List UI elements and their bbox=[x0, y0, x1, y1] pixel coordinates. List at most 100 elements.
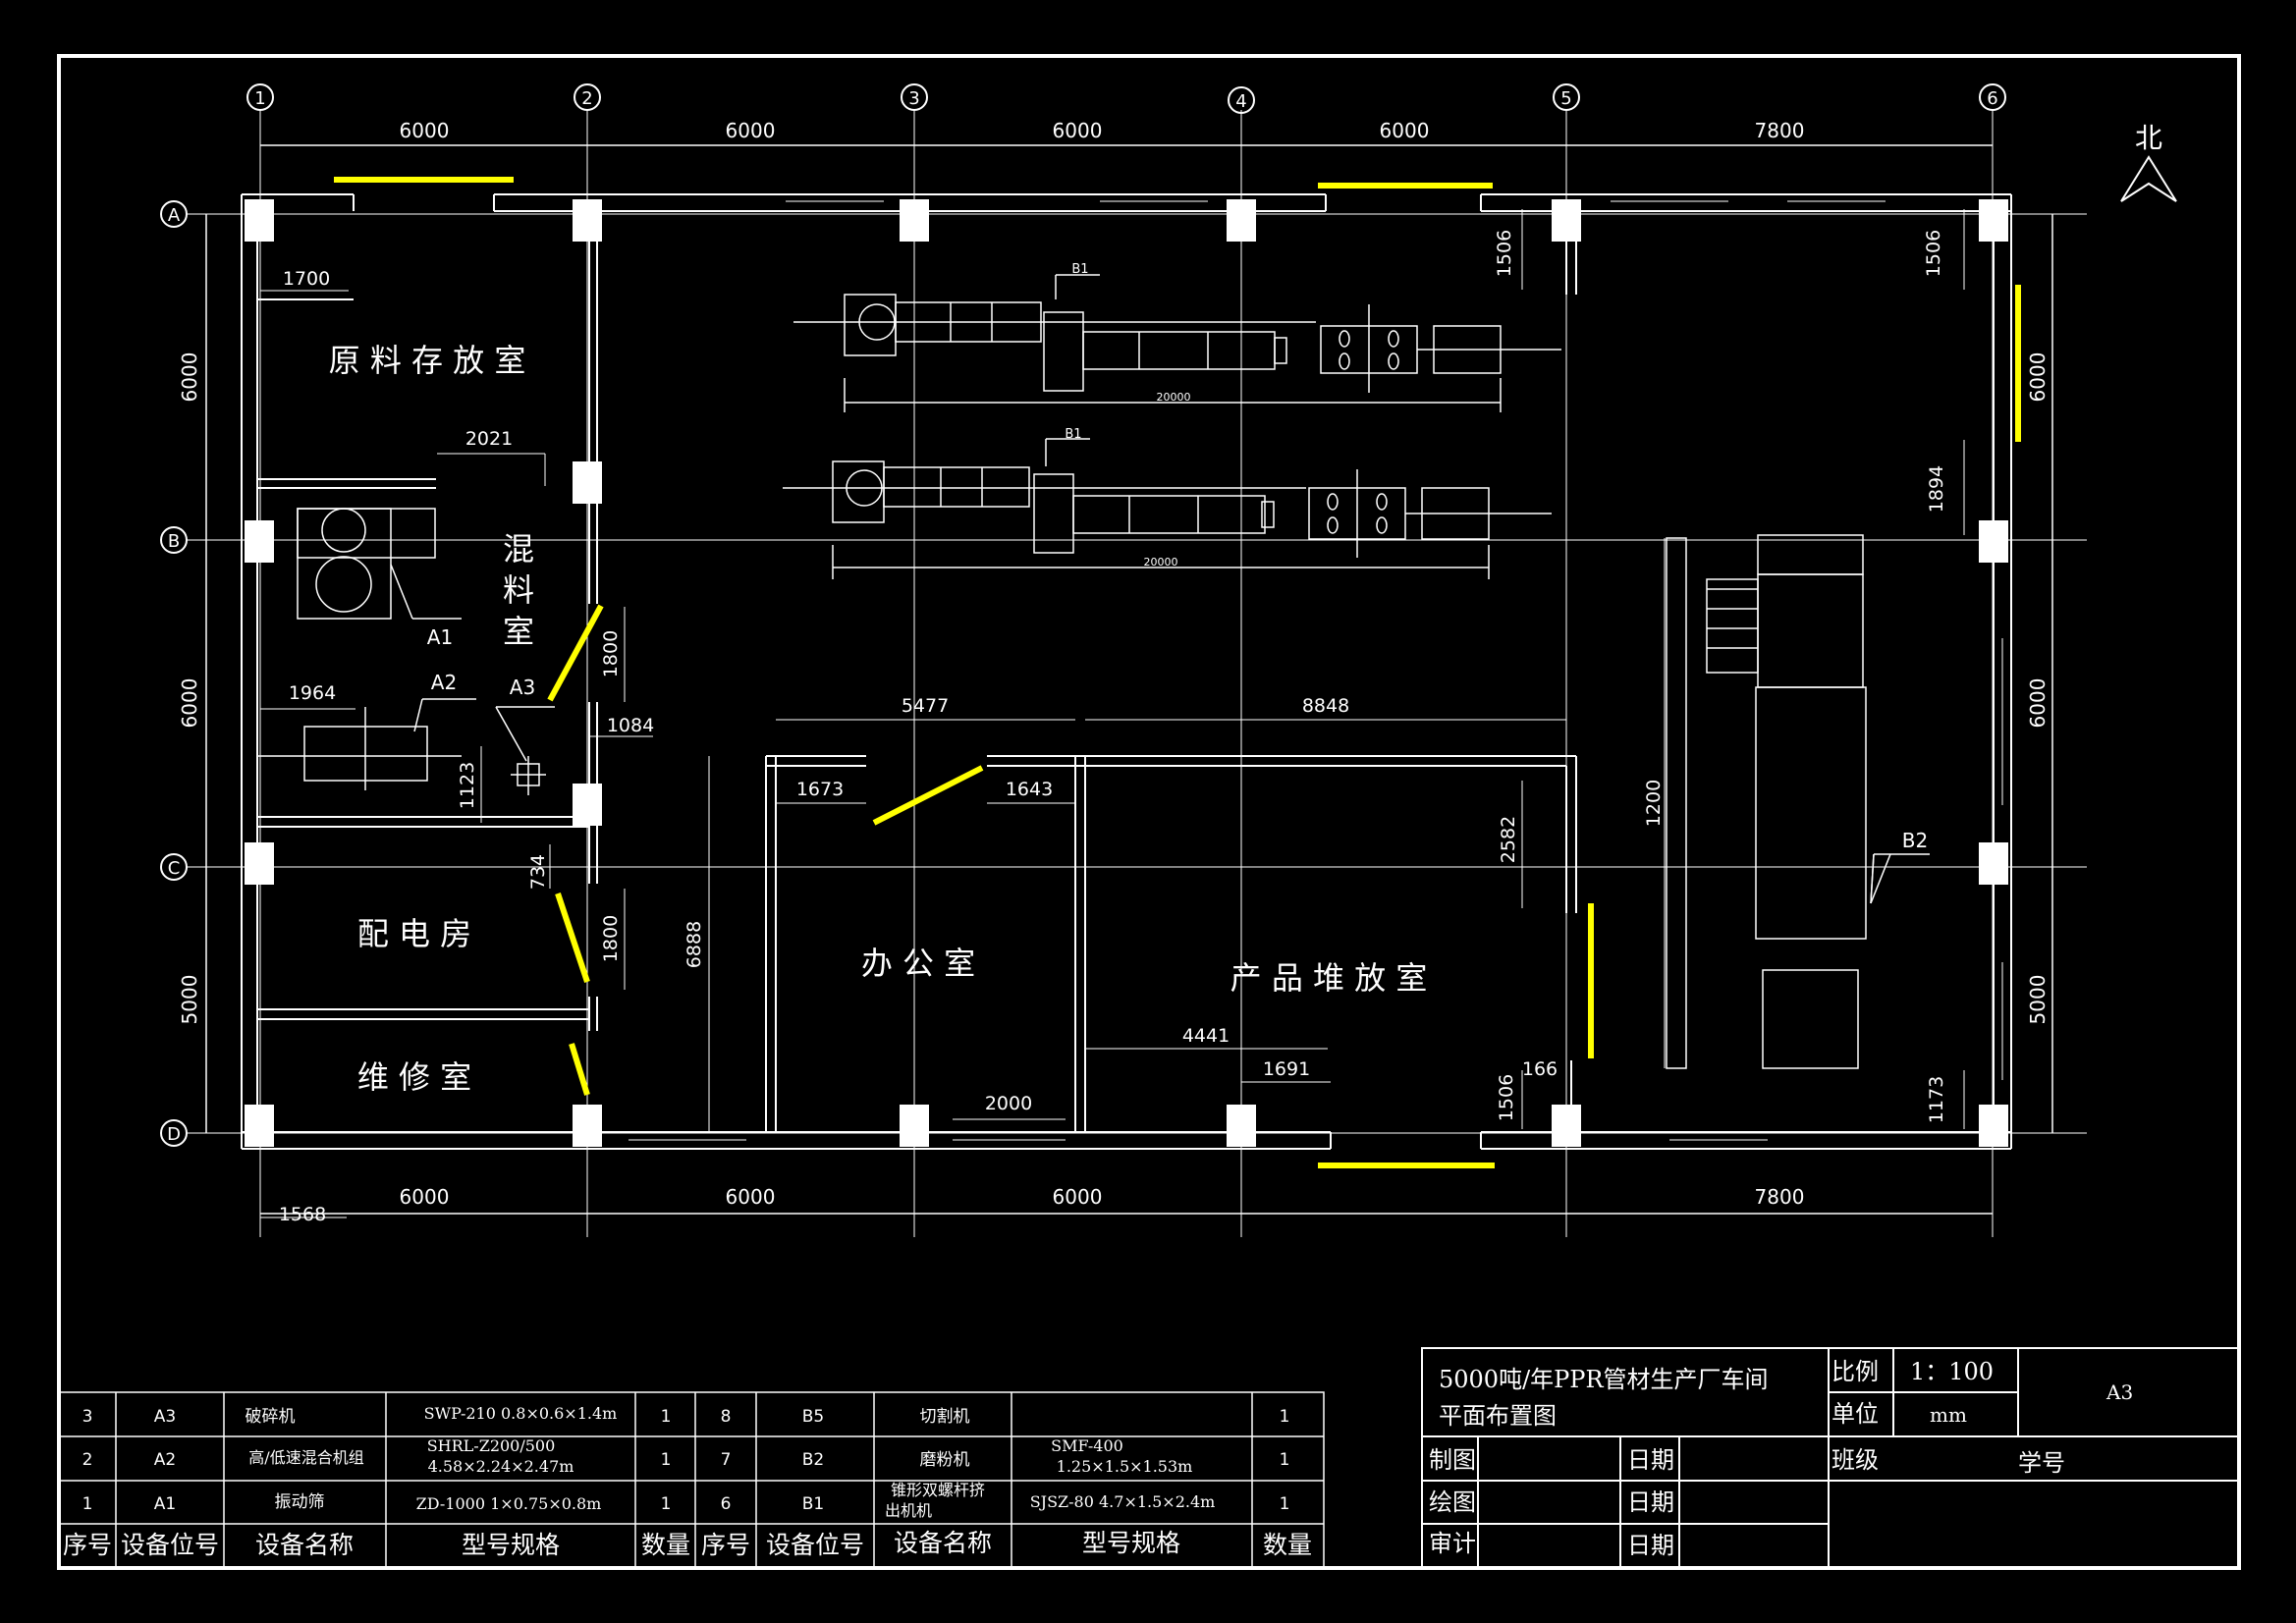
mixer-a1 bbox=[297, 508, 462, 620]
row8-tag: B5 bbox=[802, 1407, 824, 1427]
row3-spec: SWP-210 0.8×0.6×1.4m bbox=[424, 1404, 618, 1423]
header-no: 序号 bbox=[63, 1531, 112, 1559]
aux-dimension-lines bbox=[260, 209, 1965, 1218]
row2-tag: A2 bbox=[154, 1450, 176, 1470]
row1-name: 振动筛 bbox=[275, 1492, 325, 1512]
class-label: 班级 bbox=[1831, 1446, 1879, 1474]
equipment-tag-a2: A2 bbox=[431, 671, 457, 694]
dim-8848: 8848 bbox=[1302, 695, 1349, 717]
door-power-room bbox=[555, 893, 590, 983]
plotted-by-label: 绘图 bbox=[1429, 1488, 1476, 1516]
room-repair: 维 修 室 bbox=[357, 1058, 471, 1096]
equipment-tag-a3: A3 bbox=[510, 676, 535, 699]
grid-bubble-a bbox=[160, 200, 188, 228]
dim-6888: 6888 bbox=[683, 921, 705, 968]
dim-1084: 1084 bbox=[607, 715, 654, 736]
row7-tag: B2 bbox=[802, 1450, 824, 1470]
dim-right-1: 6000 bbox=[2026, 352, 2050, 403]
dim-top-2: 6000 bbox=[726, 119, 776, 142]
room-mixing-char-1: 混 bbox=[503, 530, 534, 568]
reviewed-by-label: 审计 bbox=[1429, 1530, 1476, 1557]
grid-bubble-5 bbox=[1553, 83, 1580, 111]
unit-label: 单位 bbox=[1831, 1400, 1879, 1428]
header-qty-2: 数量 bbox=[1263, 1531, 1312, 1559]
grid-bubbles bbox=[160, 83, 2006, 1147]
header-tag: 设备位号 bbox=[121, 1531, 219, 1559]
dim-left-1: 6000 bbox=[178, 352, 201, 403]
grid-label-a: A bbox=[168, 205, 181, 226]
row8-no: 8 bbox=[721, 1407, 732, 1427]
row6-spec: SJSZ-80 4.7×1.5×2.4m bbox=[1030, 1492, 1216, 1511]
dim-1643: 1643 bbox=[1006, 779, 1053, 800]
windows bbox=[629, 200, 2003, 1141]
room-product-storage: 产 品 堆 放 室 bbox=[1230, 959, 1428, 997]
dim-1506-bottom: 1506 bbox=[1496, 1074, 1517, 1121]
extruder-b1-upper bbox=[793, 274, 1561, 412]
equipment-tag-a1: A1 bbox=[427, 625, 453, 649]
row1-tag: A1 bbox=[154, 1494, 176, 1514]
dim-734: 734 bbox=[527, 854, 549, 890]
row3-qty: 1 bbox=[661, 1407, 672, 1427]
dim-bottom-1: 6000 bbox=[400, 1185, 450, 1209]
title-line-1: 5000吨/年PPR管材生产厂车间 bbox=[1439, 1366, 1769, 1393]
row6-no: 6 bbox=[721, 1494, 732, 1514]
dim-1173: 1173 bbox=[1926, 1076, 1947, 1123]
door-mix-room bbox=[547, 604, 604, 702]
dim-top-3: 6000 bbox=[1053, 119, 1103, 142]
room-mixing-char-2: 料 bbox=[503, 571, 534, 609]
row3-name: 破碎机 bbox=[246, 1407, 296, 1427]
dim-1964: 1964 bbox=[289, 682, 336, 704]
dim-166: 166 bbox=[1522, 1058, 1558, 1080]
dim-bottom-3: 6000 bbox=[1053, 1185, 1103, 1209]
grid-label-b: B bbox=[168, 531, 180, 552]
header-name: 设备名称 bbox=[255, 1531, 354, 1559]
row1-qty: 1 bbox=[661, 1494, 672, 1514]
equipment-tag-b2: B2 bbox=[1902, 829, 1928, 852]
dim-2021: 2021 bbox=[465, 428, 513, 450]
doors bbox=[334, 177, 2021, 1168]
dim-4441: 4441 bbox=[1182, 1025, 1230, 1047]
dim-top-4: 6000 bbox=[1380, 119, 1430, 142]
dim-right-3: 5000 bbox=[2026, 975, 2050, 1025]
dim-1123: 1123 bbox=[457, 762, 478, 809]
grid-label-c: C bbox=[168, 858, 181, 879]
north-label: 北 bbox=[2135, 122, 2162, 154]
dim-1800-lower: 1800 bbox=[600, 915, 622, 962]
equipment-tag-b1-upper: B1 bbox=[1071, 262, 1088, 277]
row8-qty: 1 bbox=[1280, 1407, 1290, 1427]
grid-label-d: D bbox=[167, 1124, 181, 1145]
dim-1673: 1673 bbox=[796, 779, 844, 800]
room-mixing-char-3: 室 bbox=[503, 613, 534, 650]
dim-1200: 1200 bbox=[1643, 780, 1665, 827]
dim-1691: 1691 bbox=[1263, 1058, 1310, 1080]
header-name-2: 设备名称 bbox=[894, 1529, 992, 1557]
row7-name: 磨粉机 bbox=[920, 1450, 970, 1470]
grid-bubble-3 bbox=[901, 83, 928, 111]
equipment-tag-b1-lower: B1 bbox=[1065, 427, 1081, 442]
row7-qty: 1 bbox=[1280, 1450, 1290, 1470]
internal-walls bbox=[257, 211, 1995, 1132]
dim-2000: 2000 bbox=[985, 1093, 1032, 1114]
top-dimension-line bbox=[205, 144, 2053, 1215]
drawing-border bbox=[57, 54, 2241, 1570]
title-line-2: 平面布置图 bbox=[1439, 1402, 1557, 1430]
row2-name: 高/低速混合机组 bbox=[248, 1448, 363, 1467]
date-label-3: 日期 bbox=[1627, 1532, 1674, 1559]
row7-no: 7 bbox=[721, 1450, 732, 1470]
mixer-a2 bbox=[257, 698, 476, 790]
grid-label-6: 6 bbox=[1987, 88, 1997, 109]
dim-20000-upper: 20000 bbox=[1157, 391, 1191, 404]
equipment-table-frame bbox=[58, 1391, 1325, 1569]
outer-walls bbox=[241, 193, 2012, 1150]
dim-left-2: 6000 bbox=[178, 678, 201, 729]
dim-1568: 1568 bbox=[279, 1204, 326, 1225]
row3-no: 3 bbox=[82, 1407, 93, 1427]
row6-name-line-2: 出机机 bbox=[885, 1501, 932, 1520]
dim-top-5: 7800 bbox=[1755, 119, 1805, 142]
row8-name: 切割机 bbox=[920, 1407, 970, 1427]
grid-bubble-d bbox=[160, 1119, 188, 1147]
grid-bubble-6 bbox=[1979, 83, 2006, 111]
row3-tag: A3 bbox=[154, 1407, 176, 1427]
grid-bubble-2 bbox=[574, 83, 601, 111]
